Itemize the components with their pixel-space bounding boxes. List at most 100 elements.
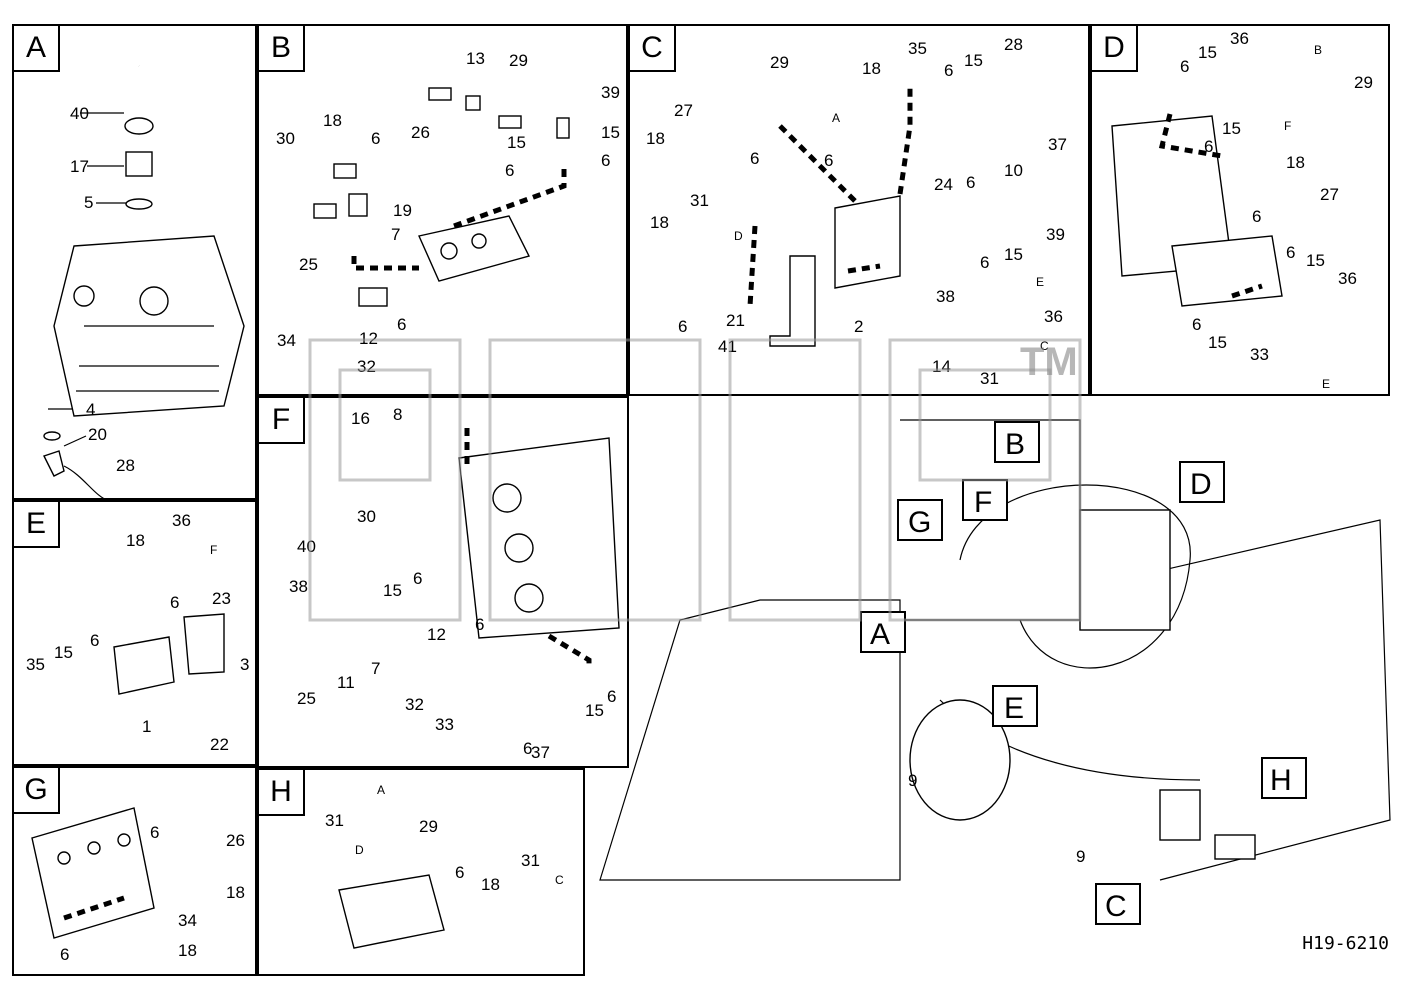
panel-tag: E <box>14 502 60 548</box>
label: 27 <box>674 101 693 120</box>
label: 14 <box>932 357 951 376</box>
label: 28 <box>1004 35 1023 54</box>
panel-d-drawing: 6 15 36 B 29 15 F 6 18 27 6 6 15 36 6 15… <box>1111 29 1373 391</box>
label: 6 <box>601 151 610 170</box>
label: 5 <box>84 193 93 212</box>
label: F <box>1284 119 1291 133</box>
label: 39 <box>1046 225 1065 244</box>
label: 6 <box>1252 207 1261 226</box>
label: D <box>355 843 364 857</box>
label: 34 <box>178 911 197 930</box>
svg-text:D: D <box>1190 468 1212 501</box>
label: 37 <box>1048 135 1067 154</box>
panel-f: F 16 8 30 40 38 15 6 12 6 25 11 7 32 33 … <box>257 396 629 768</box>
label: 6 <box>397 315 406 334</box>
label: B <box>1314 43 1322 57</box>
label: 1 <box>142 717 151 736</box>
label: C <box>1040 339 1049 353</box>
label: 15 <box>1222 119 1241 138</box>
label: 20 <box>88 425 107 444</box>
callout-f: F <box>962 479 1008 521</box>
label: 15 <box>507 133 526 152</box>
label: 18 <box>226 883 245 902</box>
label: 6 <box>607 687 616 706</box>
label: 18 <box>481 875 500 894</box>
label: 13 <box>466 49 485 68</box>
label: 41 <box>718 337 737 356</box>
label: 31 <box>980 369 999 388</box>
label: 24 <box>934 175 953 194</box>
label: 7 <box>371 659 380 678</box>
label: 18 <box>1286 153 1305 172</box>
callout-b: B <box>994 421 1040 463</box>
panel-b-drawing: 13 29 39 30 18 6 26 15 15 6 6 19 7 25 34… <box>276 49 620 376</box>
panel-g-drawing: 6 26 18 34 6 18 <box>31 807 245 964</box>
panel-a: A 40 17 5 4 20 28 <box>12 24 257 502</box>
label: 3 <box>240 655 249 674</box>
label: D <box>734 229 743 243</box>
panel-d: D 6 15 36 B 29 15 F 6 18 27 6 6 15 36 6 … <box>1090 24 1390 396</box>
label: 6 <box>1192 315 1201 334</box>
label: 15 <box>1306 251 1325 270</box>
label: 10 <box>1004 161 1023 180</box>
label: C <box>555 873 564 887</box>
label: 18 <box>646 129 665 148</box>
label: 6 <box>455 863 464 882</box>
label: 6 <box>750 149 759 168</box>
callout-c: C <box>1095 883 1141 925</box>
label: 35 <box>908 39 927 58</box>
label: 39 <box>601 83 620 102</box>
label: 36 <box>172 511 191 530</box>
label: 12 <box>359 329 378 348</box>
label: 15 <box>585 701 604 720</box>
label: A <box>377 783 385 797</box>
svg-text:A: A <box>870 618 890 651</box>
label: 18 <box>126 531 145 550</box>
callout-h: H <box>1261 757 1307 799</box>
label: 40 <box>70 104 89 123</box>
label: 29 <box>509 51 528 70</box>
label: 15 <box>383 581 402 600</box>
panel-f-drawing: 16 8 30 40 38 15 6 12 6 25 11 7 32 33 6 … <box>289 405 620 762</box>
label: 15 <box>54 643 73 662</box>
label: 6 <box>371 129 380 148</box>
svg-text:F: F <box>974 486 992 519</box>
label: 15 <box>1198 43 1217 62</box>
label: 19 <box>393 201 412 220</box>
svg-text:G: G <box>908 506 931 539</box>
label: 6 <box>413 569 422 588</box>
panel-tag: G <box>14 768 60 814</box>
label: 25 <box>297 689 316 708</box>
label: 6 <box>824 151 833 170</box>
label: 31 <box>325 811 344 830</box>
label: 12 <box>427 625 446 644</box>
label: 29 <box>770 53 789 72</box>
panel-e-drawing: 18 36 F 6 23 35 15 6 3 1 22 <box>26 511 249 754</box>
label: 9 <box>1076 847 1085 866</box>
callout-a: A <box>860 611 906 653</box>
label: 31 <box>690 191 709 210</box>
label: 36 <box>1044 307 1063 326</box>
label: 38 <box>936 287 955 306</box>
label: 15 <box>1208 333 1227 352</box>
panel-tag: A <box>14 26 60 72</box>
callout-g: G <box>897 499 943 541</box>
label: 37 <box>531 743 550 762</box>
label: E <box>1036 275 1044 289</box>
label: 17 <box>70 157 89 176</box>
label: 6 <box>944 61 953 80</box>
label: 22 <box>210 735 229 754</box>
label: 6 <box>966 173 975 192</box>
label: 30 <box>276 129 295 148</box>
label: 28 <box>116 456 135 475</box>
label: 25 <box>299 255 318 274</box>
label: 36 <box>1230 29 1249 48</box>
label: 6 <box>1286 243 1295 262</box>
panel-h-drawing: A 31 29 D 6 18 31 C <box>325 783 564 949</box>
label: 6 <box>980 253 989 272</box>
panel-tag: C <box>630 26 676 72</box>
label: 15 <box>1004 245 1023 264</box>
label: 6 <box>523 739 532 758</box>
label: 32 <box>357 357 376 376</box>
label: 15 <box>601 123 620 142</box>
